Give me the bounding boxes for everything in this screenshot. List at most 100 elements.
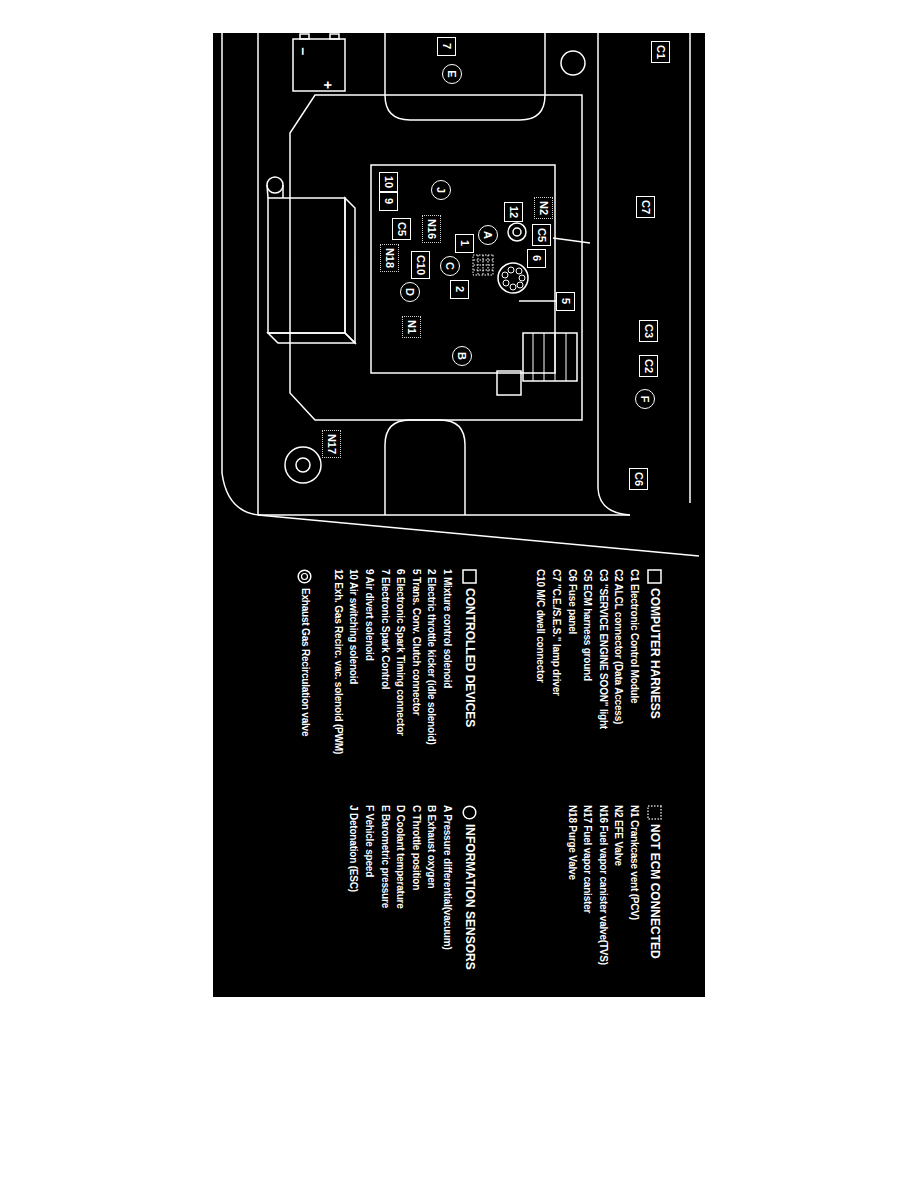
callout-label: C	[445, 262, 456, 270]
label-text: N2 EFE Valve	[613, 805, 624, 866]
legend-entry: E Barometric pressure	[379, 805, 391, 908]
callout-label: J	[436, 187, 447, 193]
device-box: C1	[652, 41, 671, 63]
legend-entry: J Detonation (ESC)	[347, 805, 359, 892]
wire-line	[553, 238, 590, 243]
label-text: 5 Trans. Conv. Clutch connector	[411, 569, 422, 715]
device-box: 5	[557, 292, 576, 311]
label-text: B Exhaust oxygen	[426, 805, 437, 889]
legend-entry: C5 ECM harness ground	[581, 569, 593, 681]
label-text: E Barometric pressure	[380, 805, 391, 908]
label-text: C5 ECM harness ground	[582, 569, 593, 681]
not-ecm-box: N16	[423, 215, 442, 243]
callout-label: C6	[634, 472, 645, 486]
callout-label: A	[483, 231, 494, 239]
legend-entry: N1 Crankcase vent (PCV)	[628, 805, 640, 920]
engine-outline	[290, 95, 582, 420]
legend-text: INFORMATION SENSORS	[463, 824, 477, 970]
legend-entry: 1 Mixture control solenoid	[441, 569, 453, 688]
label-text: 10 Air switching solenoid	[348, 569, 359, 684]
label-text: C7 "C.E./S.E.S." lamp driver	[551, 569, 562, 696]
distributor-terminals	[502, 267, 525, 290]
callout-label: C5	[397, 222, 408, 236]
callout-label: 9	[384, 198, 395, 204]
legend-row: INFORMATION SENSORS	[463, 805, 478, 970]
legend-entry: C10 M/C dwell connector	[534, 569, 546, 683]
legend-entry: A Pressure differential(vacuum)	[441, 805, 453, 950]
legend-text: COMPUTER HARNESS	[648, 588, 662, 719]
label-text: F Vehicle speed	[364, 805, 375, 877]
label-text: 12 Exh. Gas Recirc. vac. solenoid (PWM)	[333, 569, 344, 754]
device-box: C3	[640, 320, 659, 342]
engine-block	[371, 165, 555, 373]
legend-symbol	[298, 569, 313, 584]
label-text: N16 Fuel vapor canister valve(TVS)	[598, 805, 609, 965]
callout-label: C3	[644, 324, 655, 338]
legend-entry: 10 Air switching solenoid	[347, 569, 359, 684]
legend-text: CONTROLLED DEVICES	[463, 588, 477, 727]
legend-entry: N2 EFE Valve	[612, 805, 624, 866]
callout-label: C10	[416, 255, 427, 275]
callout-label: 1	[460, 240, 471, 246]
legend-text: Exhaust Gas Recirculation valve	[299, 588, 311, 736]
sensor-circle: E	[442, 64, 462, 84]
legend-row: CONTROLLED DEVICES	[463, 569, 478, 727]
callout-label: 5	[561, 298, 572, 304]
callout-label: 2	[455, 286, 466, 292]
device-box: 10	[380, 172, 399, 192]
legend-symbol	[648, 805, 663, 820]
egr-valve	[508, 223, 526, 241]
label-text: 9 Air divert solenoid	[364, 569, 375, 661]
label-text: D Coolant temperature	[395, 805, 406, 909]
legend-row: COMPUTER HARNESS	[648, 569, 663, 719]
device-box: C10	[412, 251, 431, 279]
label-text: C1 Electronic Control Module	[629, 569, 640, 703]
callout-label: F	[640, 396, 651, 403]
distributor	[498, 263, 528, 293]
callout-label: 12	[509, 206, 520, 218]
battery-terminal	[300, 34, 309, 39]
sensor-circle: J	[431, 180, 451, 200]
air-cleaner	[268, 198, 345, 333]
battery-terminal-sign: −	[295, 47, 312, 55]
legend-entry: C2 ALCL connector (Data Access)	[612, 569, 624, 724]
label-text: 1 Mixture control solenoid	[442, 569, 453, 688]
label-text: C2 ALCL connector (Data Access)	[613, 569, 624, 724]
canister	[285, 447, 321, 483]
label-text: 6 Electronic Spark Timing connector	[395, 569, 406, 736]
device-box: 9	[380, 192, 399, 211]
callout-label: N18	[385, 248, 396, 268]
wheel-well	[385, 33, 545, 120]
brake-booster	[523, 333, 577, 381]
legend-entry: N17 Fuel vapor canister	[581, 805, 593, 913]
sensor-circle: F	[635, 389, 655, 409]
device-box: 12	[505, 202, 524, 222]
callout-label: C5	[537, 228, 548, 242]
callout-label: C7	[641, 200, 652, 214]
egr-valve	[513, 228, 521, 236]
label-text: N18 Purge Valve	[567, 805, 578, 880]
legend-entry: B Exhaust oxygen	[425, 805, 437, 889]
air-intake	[267, 177, 283, 193]
body-outline	[257, 33, 259, 515]
device-box: C5	[533, 224, 552, 246]
device-box: 2	[451, 280, 470, 299]
legend-row: NOT ECM CONNECTED	[648, 805, 663, 959]
callout-label: 7	[442, 43, 453, 49]
page-ground: 7EC1C7C3C2FC6109JN212N16C5A1C5C10CN1862D…	[213, 33, 705, 997]
not-ecm-box: N17	[323, 430, 342, 458]
not-ecm-box: N18	[381, 244, 400, 272]
legend-entry: 9 Air divert solenoid	[363, 569, 375, 661]
legend-entry: 12 Exh. Gas Recirc. vac. solenoid (PWM)	[332, 569, 344, 754]
legend-entry: C3 "SERVICE ENGINE SOON" light	[597, 569, 609, 729]
device-box: 7	[438, 37, 457, 56]
air-cleaner	[268, 333, 355, 343]
battery	[293, 39, 345, 91]
reservoir	[561, 51, 585, 75]
label-text: −	[296, 47, 312, 55]
air-cleaner	[345, 198, 355, 343]
brake-booster	[533, 333, 566, 381]
label-text: N1 Crankcase vent (PCV)	[629, 805, 640, 920]
label-text: 7 Electronic Spark Control	[380, 569, 391, 689]
sensor-circle: A	[478, 225, 498, 245]
